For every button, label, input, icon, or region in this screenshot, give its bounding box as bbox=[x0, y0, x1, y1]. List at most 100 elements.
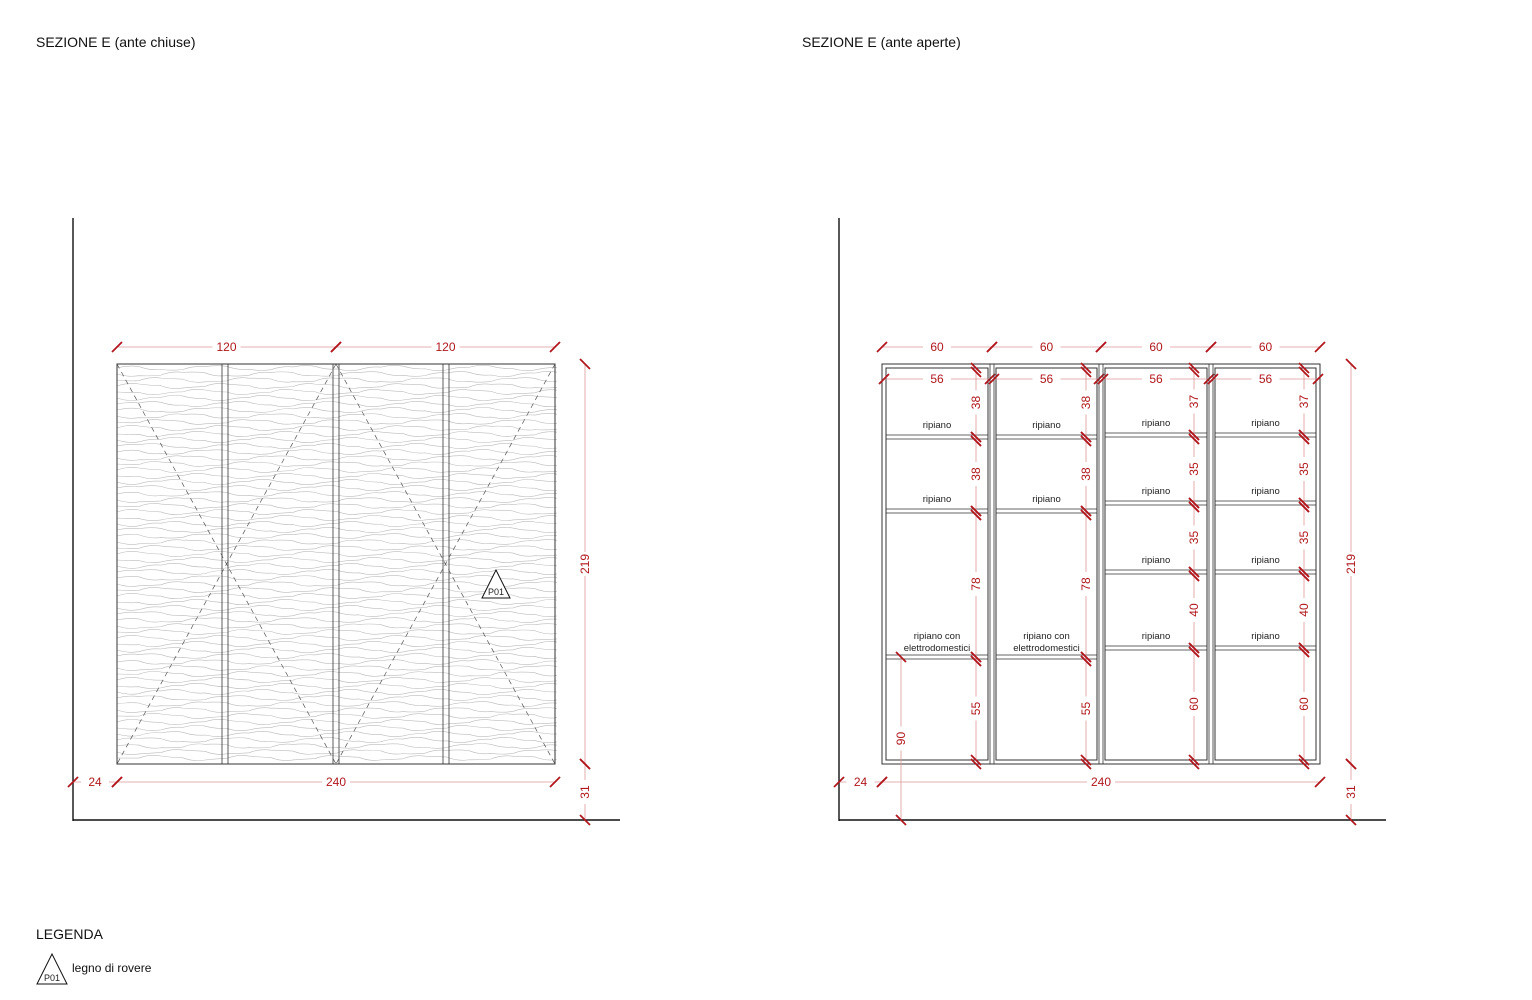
dimension-tick bbox=[1080, 651, 1092, 663]
dimension-tick bbox=[986, 341, 998, 353]
dimension-tick bbox=[1188, 754, 1200, 766]
shelf-label: ripiano bbox=[923, 494, 952, 505]
dimension-tick bbox=[549, 341, 561, 353]
dimension-label-bg bbox=[1187, 457, 1201, 481]
dimension-tick bbox=[579, 758, 591, 770]
dimension-label-bg bbox=[1032, 372, 1061, 386]
dimension-tick bbox=[1188, 501, 1200, 513]
dimension-tick bbox=[330, 341, 342, 353]
dimension-tick bbox=[833, 776, 845, 788]
cabinet-open-outline bbox=[881, 363, 1321, 765]
shelf-label: ripiano bbox=[1142, 631, 1171, 642]
shelf-label: elettrodomestici bbox=[904, 643, 971, 654]
dimension-label-bg bbox=[1032, 340, 1061, 354]
dimension-tick bbox=[1080, 758, 1092, 770]
dimension-tick bbox=[1080, 366, 1092, 378]
dimension-tick bbox=[1188, 758, 1200, 770]
shelf-label: ripiano con bbox=[914, 631, 960, 642]
dimension-label-bg bbox=[322, 775, 350, 789]
dimension-tick bbox=[970, 431, 982, 443]
dimension-tick bbox=[111, 776, 123, 788]
dimension-tick bbox=[1345, 358, 1357, 370]
dimension-label: 219 bbox=[578, 554, 592, 574]
dimension-tick bbox=[67, 776, 79, 788]
dimension-label: 78 bbox=[1079, 577, 1093, 591]
material-tag-icon bbox=[36, 952, 68, 985]
dimension-label: 40 bbox=[1297, 603, 1311, 617]
dimension-label: 78 bbox=[969, 577, 983, 591]
left-section-title: SEZIONE E (ante chiuse) bbox=[36, 34, 196, 50]
dimension-label: 56 bbox=[1149, 372, 1163, 386]
dimension-label-bg bbox=[923, 372, 951, 386]
shelf-label: ripiano bbox=[1251, 631, 1280, 642]
shelf-label: elettrodomestici bbox=[1013, 643, 1080, 654]
dimension-tick bbox=[1080, 505, 1092, 517]
dimension-label: 60 bbox=[1259, 340, 1273, 354]
dimension-label: 24 bbox=[88, 775, 102, 789]
dimension-label: 219 bbox=[1344, 554, 1358, 574]
dimension-tick bbox=[579, 358, 591, 370]
dimension-tick bbox=[1345, 758, 1357, 770]
dimension-label: 40 bbox=[1187, 603, 1201, 617]
dimension-tick bbox=[1298, 501, 1310, 513]
dimension-label-bg bbox=[578, 552, 592, 576]
dimension-label-bg bbox=[1187, 525, 1201, 550]
dimension-label: 38 bbox=[969, 396, 983, 410]
dimension-tick bbox=[1188, 429, 1200, 441]
dimension-label-bg bbox=[1297, 692, 1311, 716]
dimension-label-bg bbox=[1142, 340, 1170, 354]
dimension-tick bbox=[970, 366, 982, 378]
dimension-label-bg bbox=[1297, 389, 1311, 414]
dimension-label: 35 bbox=[1187, 462, 1201, 476]
legend-item-label: legno di rovere bbox=[72, 961, 152, 975]
dimension-label-bg bbox=[1297, 525, 1311, 550]
dimension-label-bg bbox=[846, 775, 875, 789]
dimension-label-bg bbox=[1187, 598, 1201, 622]
dimension-label: 31 bbox=[578, 785, 592, 799]
dimension-tick bbox=[1298, 642, 1310, 654]
cabinet-compartment bbox=[885, 367, 989, 761]
shelf-label: ripiano bbox=[1142, 418, 1171, 429]
dimension-tick bbox=[970, 758, 982, 770]
dimension-tick bbox=[1298, 570, 1310, 582]
dimension-label-bg bbox=[969, 572, 983, 596]
dimension-label-bg bbox=[969, 696, 983, 721]
dimension-label-bg bbox=[1187, 389, 1201, 414]
dimension-label: 60 bbox=[1040, 340, 1054, 354]
dimension-label: 90 bbox=[894, 732, 908, 746]
dimension-label-bg bbox=[578, 780, 592, 804]
dimension-label: 37 bbox=[1187, 395, 1201, 409]
dimension-tick bbox=[1298, 754, 1310, 766]
dimension-tick bbox=[1188, 570, 1200, 582]
dimension-label: 55 bbox=[969, 702, 983, 716]
dimension-label-bg bbox=[1251, 340, 1280, 354]
shelf-label: ripiano bbox=[1032, 494, 1061, 505]
dimension-label: 60 bbox=[1297, 697, 1311, 711]
wood-grain-texture bbox=[116, 365, 558, 761]
shelf-label: ripiano bbox=[1142, 555, 1171, 566]
dimension-tick bbox=[878, 373, 890, 385]
dimension-tick bbox=[1298, 429, 1310, 441]
dimension-label-bg bbox=[969, 390, 983, 415]
dimension-tick bbox=[1097, 373, 1109, 385]
dimension-label-bg bbox=[1079, 390, 1093, 415]
dimension-label: 56 bbox=[930, 372, 944, 386]
dimension-label-bg bbox=[1142, 372, 1170, 386]
cabinet-compartment bbox=[1104, 367, 1208, 761]
dimension-label: 38 bbox=[1079, 396, 1093, 410]
dimension-tick bbox=[1188, 362, 1200, 374]
dimension-tick bbox=[1188, 433, 1200, 445]
dimension-tick bbox=[1080, 655, 1092, 667]
dimension-label-bg bbox=[1079, 572, 1093, 596]
material-tag-icon bbox=[481, 568, 511, 599]
dimension-label-bg bbox=[81, 775, 109, 789]
shelf-label: ripiano bbox=[1142, 486, 1171, 497]
dimension-label: 60 bbox=[1187, 697, 1201, 711]
dimension-label-bg bbox=[1251, 372, 1280, 386]
dimension-label-bg bbox=[212, 340, 241, 354]
dimension-tick bbox=[988, 373, 1000, 385]
door-opening-diagonal bbox=[116, 363, 337, 765]
dimension-tick bbox=[1298, 758, 1310, 770]
dimension-tick bbox=[1080, 362, 1092, 374]
